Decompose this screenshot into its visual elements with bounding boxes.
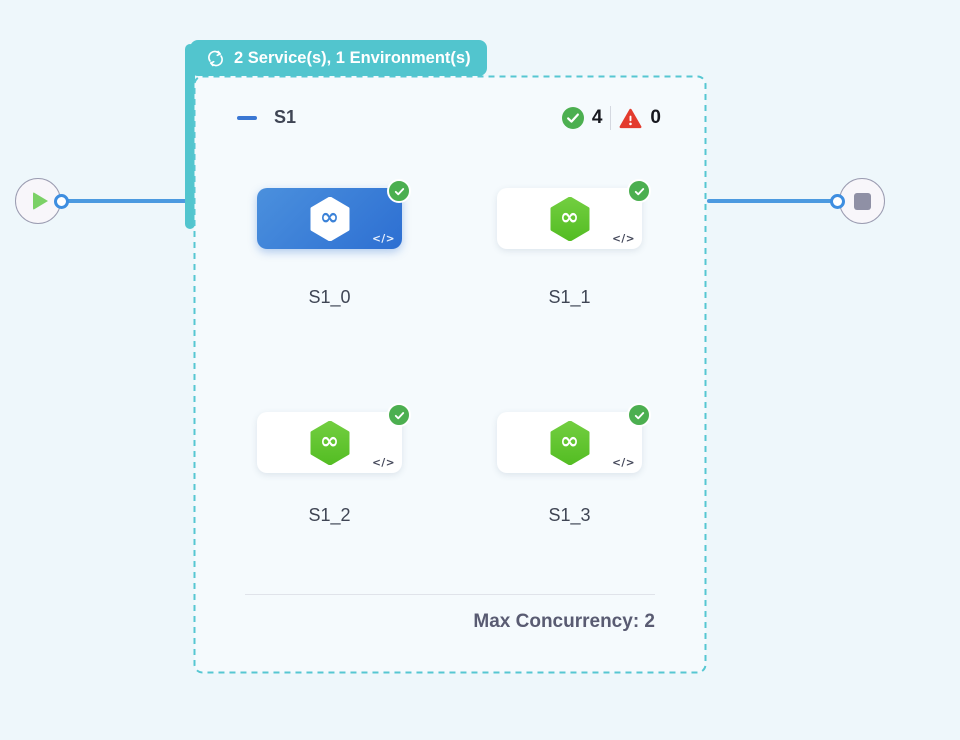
stage-name: S1 (274, 107, 297, 127)
infinity-icon: ∞ (319, 428, 340, 455)
loop-icon (208, 50, 223, 66)
service-card-s1-0[interactable]: ∞ </> (257, 179, 411, 249)
badge-label: 2 Service(s), 1 Environment(s) (234, 48, 471, 67)
service-label: S1_2 (308, 505, 351, 525)
infinity-icon: ∞ (559, 428, 580, 455)
connector-line-right (707, 199, 838, 203)
stop-icon (853, 192, 871, 210)
success-badge-icon (627, 403, 651, 427)
code-icon: </> (372, 233, 395, 245)
service-label: S1_1 (548, 287, 591, 307)
code-icon: </> (612, 233, 635, 245)
connector-port-right[interactable] (830, 194, 845, 209)
success-badge-icon (627, 179, 651, 203)
success-count: 4 (591, 107, 603, 128)
play-icon (32, 192, 48, 210)
services-environments-badge[interactable]: 2 Service(s), 1 Environment(s) (190, 40, 487, 76)
pipeline-start-node[interactable] (15, 178, 61, 224)
infinity-icon: ∞ (559, 204, 580, 231)
success-badge-icon (387, 403, 411, 427)
service-card-s1-2[interactable]: ∞ </> (257, 403, 411, 473)
error-warning-icon (619, 108, 642, 128)
success-badge-icon (387, 179, 411, 203)
error-count: 0 (650, 107, 661, 128)
dashed-border (193, 75, 707, 674)
stage-group-container: S1 4 0 ∞ </> (193, 75, 707, 674)
service-hexagon-icon: ∞ (310, 420, 350, 465)
pipeline-end-node[interactable] (839, 178, 885, 224)
service-card-s1-3[interactable]: ∞ </> (497, 403, 651, 473)
infinity-icon: ∞ (319, 204, 340, 231)
status-cluster: 4 0 (561, 106, 661, 130)
service-hexagon-icon: ∞ (550, 420, 590, 465)
collapse-minus-icon[interactable] (237, 116, 257, 120)
code-icon: </> (372, 457, 395, 469)
stage-tab-strip (185, 44, 195, 229)
service-label: S1_3 (548, 505, 591, 525)
service-card-s1-1[interactable]: ∞ </> (497, 179, 651, 249)
connector-port-left[interactable] (54, 194, 69, 209)
divider (610, 106, 612, 130)
service-hexagon-icon: ∞ (550, 196, 590, 241)
footer-divider (245, 594, 655, 595)
success-check-icon (561, 107, 584, 129)
code-icon: </> (612, 457, 635, 469)
service-hexagon-icon: ∞ (310, 196, 350, 241)
max-concurrency-text: Max Concurrency: 2 (473, 611, 655, 632)
service-label: S1_0 (308, 287, 351, 307)
connector-line-left (63, 199, 189, 203)
